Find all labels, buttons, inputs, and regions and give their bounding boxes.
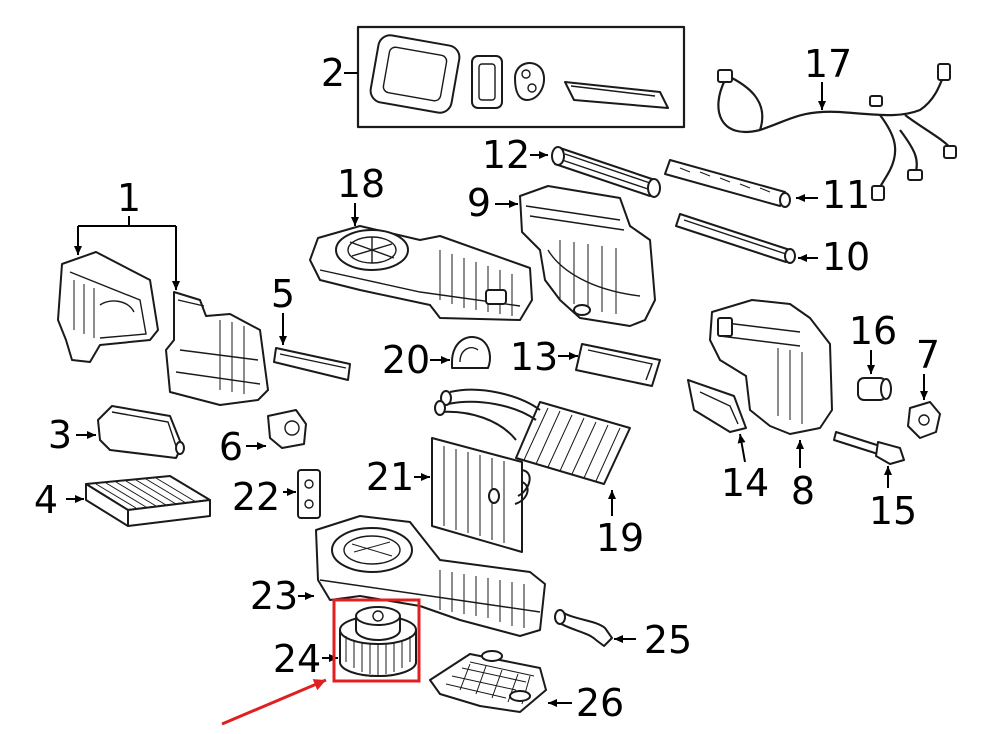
- callout-24: 24: [273, 637, 321, 681]
- part-22-expansion-valve: [283, 469, 321, 519]
- part-10-seal: [675, 213, 818, 264]
- callout-14: 14: [721, 461, 769, 505]
- callout-5: 5: [271, 272, 295, 316]
- callout-10: 10: [822, 235, 870, 279]
- part-2-seal-kit: [344, 25, 686, 129]
- callout-1: 1: [117, 176, 141, 220]
- part-17-wiring-harness: [717, 63, 957, 201]
- part-11-seal: [664, 159, 818, 208]
- callout-4: 4: [34, 478, 58, 522]
- callout-22: 22: [232, 475, 280, 519]
- part-25-drain-hose: [554, 609, 636, 647]
- callout-18: 18: [337, 162, 385, 206]
- part-6-actuator: [246, 409, 307, 450]
- callout-3: 3: [48, 413, 72, 457]
- callout-19: 19: [596, 516, 644, 560]
- part-16-sensor: [857, 350, 892, 401]
- callout-11: 11: [822, 173, 870, 217]
- callout-2: 2: [321, 51, 345, 95]
- pointer-arrow: [221, 678, 327, 726]
- part-3-duct: [76, 405, 185, 459]
- part-21-evaporator: [414, 437, 531, 553]
- part-26-insulator: [429, 650, 572, 713]
- part-7-actuator: [907, 374, 941, 439]
- callout-13: 13: [510, 335, 558, 379]
- part-13-seal: [558, 343, 661, 387]
- highlight-box: [332, 598, 421, 683]
- part-18-upper-case: [309, 203, 533, 321]
- part-14-door: [687, 379, 747, 463]
- callout-15: 15: [869, 489, 917, 533]
- callout-9: 9: [467, 181, 491, 225]
- callout-8: 8: [791, 469, 815, 513]
- callout-25: 25: [644, 618, 692, 662]
- part-5-seal: [273, 313, 351, 381]
- callout-21: 21: [366, 455, 414, 499]
- callout-26: 26: [576, 681, 624, 725]
- part-4-cabin-filter: [66, 475, 211, 527]
- part-12-seal: [530, 146, 661, 198]
- callout-6: 6: [219, 425, 243, 469]
- part-9-case: [495, 185, 656, 327]
- part-1-housing: [57, 216, 269, 406]
- callout-12: 12: [482, 133, 530, 177]
- part-15-drain: [833, 431, 905, 488]
- part-19-heater-core: [434, 388, 631, 516]
- callout-23: 23: [250, 574, 298, 618]
- part-24-blower-motor: [322, 606, 417, 677]
- part-8-case: [709, 299, 833, 468]
- callout-7: 7: [916, 333, 940, 377]
- part-20-seal: [430, 335, 491, 369]
- callout-20: 20: [382, 338, 430, 382]
- callout-17: 17: [804, 42, 852, 86]
- callout-16: 16: [849, 309, 897, 353]
